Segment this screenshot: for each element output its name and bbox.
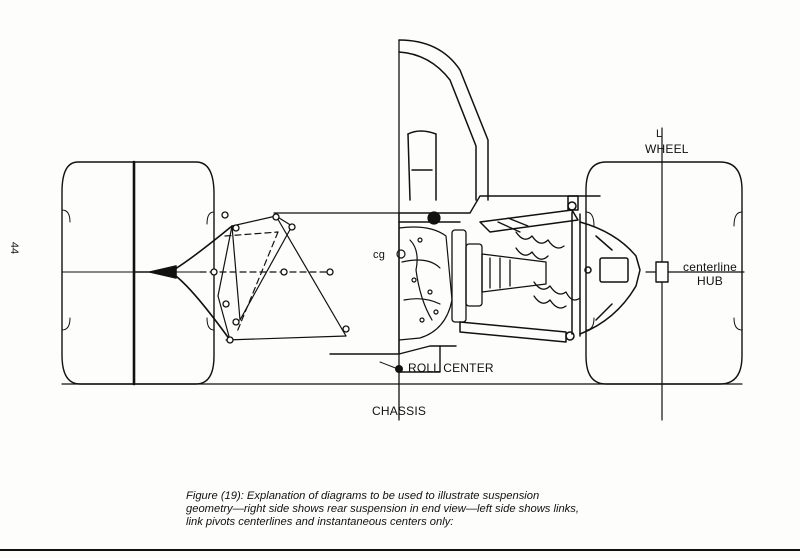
engine-block	[396, 211, 453, 341]
wheel-marker-label: L	[656, 128, 663, 140]
leader-lines	[379, 361, 399, 370]
left-upright	[133, 225, 233, 341]
caption-line: Figure (19): Explanation of diagrams to …	[186, 490, 540, 502]
centerline-label: centerline	[683, 260, 738, 274]
roll-hoop	[398, 39, 489, 201]
left-wheel	[61, 160, 215, 386]
chassis-label: CHASSIS	[372, 404, 427, 418]
link-lines	[217, 212, 400, 341]
wheel-label: WHEEL	[645, 142, 689, 156]
figure-caption: Figure (19): Explanation of diagrams to …	[186, 490, 656, 529]
right-upright	[579, 221, 641, 335]
control-arms	[459, 195, 581, 343]
page-number: 44	[8, 241, 21, 255]
roll-center-point	[395, 365, 403, 373]
dashed-lines	[199, 231, 331, 333]
chassis-frame	[329, 195, 601, 373]
caption-line: geometry—right side shows rear suspensio…	[186, 503, 579, 515]
cg-label: cg	[373, 249, 386, 261]
hub-label: HUB	[697, 274, 723, 288]
roll-center-label: ROLL CENTER	[408, 361, 494, 375]
right-wheel	[585, 127, 745, 421]
drive-shaft	[451, 217, 581, 323]
bottom-rule	[0, 549, 800, 551]
left-pivots	[210, 211, 350, 344]
caption-line: link pivots centerlines and instantaneou…	[186, 516, 454, 528]
